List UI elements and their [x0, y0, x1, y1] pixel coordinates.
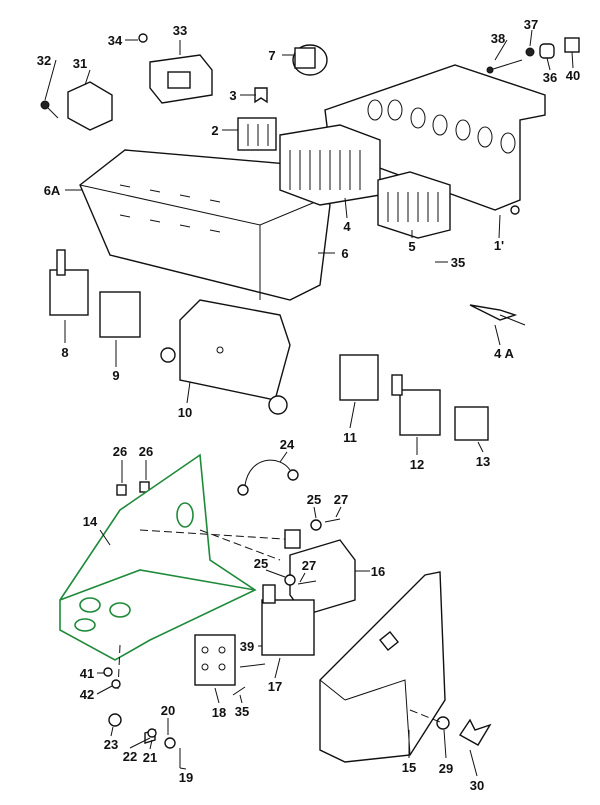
label-6a: 6A — [44, 183, 61, 198]
label-24: 24 — [280, 437, 295, 452]
label-35b: 35 — [235, 704, 249, 719]
part-17-relay — [261, 584, 315, 656]
label-20: 20 — [161, 703, 175, 718]
label-17: 17 — [268, 679, 282, 694]
part-37-washer — [525, 47, 535, 57]
label-30: 30 — [470, 778, 484, 793]
label-41: 41 — [80, 666, 94, 681]
label-22: 22 — [123, 749, 137, 764]
label-13: 13 — [476, 454, 490, 469]
part-3-clip — [254, 87, 268, 104]
label-2: 2 — [211, 123, 218, 138]
part-12-relay — [391, 374, 441, 436]
part-33-connector — [149, 54, 213, 104]
leader-lines — [44, 29, 574, 777]
part-34-fastener — [130, 33, 148, 43]
label-21: 21 — [143, 750, 157, 765]
label-1: 1' — [494, 238, 504, 253]
label-3: 3 — [229, 88, 236, 103]
label-15: 15 — [402, 760, 416, 775]
label-42: 42 — [80, 687, 94, 702]
label-40: 40 — [566, 68, 580, 83]
part-15-cover — [319, 571, 446, 763]
part-31-relay — [67, 81, 113, 131]
part-7-flasher — [292, 44, 328, 76]
part-24-ground-strap — [237, 459, 299, 496]
label-6: 6 — [341, 246, 348, 261]
label-34: 34 — [108, 33, 123, 48]
label-32: 32 — [37, 53, 51, 68]
label-31: 31 — [73, 56, 87, 71]
label-23: 23 — [104, 737, 118, 752]
label-10: 10 — [178, 405, 192, 420]
part-38-screw — [486, 59, 523, 74]
part-4a-bulb — [469, 304, 526, 326]
label-4: 4 — [343, 219, 351, 234]
small-fasteners — [103, 518, 492, 768]
part-18-socket — [194, 634, 236, 686]
part-16-relay — [284, 529, 356, 616]
part-32-screw — [40, 100, 59, 119]
label-36: 36 — [543, 70, 557, 85]
label-33: 33 — [173, 23, 187, 38]
label-7: 7 — [268, 48, 275, 63]
label-29: 29 — [439, 761, 453, 776]
part-8-relay — [49, 249, 89, 316]
part-36-spacer — [539, 43, 555, 59]
label-39: 39 — [240, 639, 254, 654]
part-6-fuse-box-cover — [79, 149, 331, 301]
label-25a: 25 — [307, 492, 321, 507]
label-16: 16 — [371, 564, 385, 579]
label-8: 8 — [61, 345, 68, 360]
part-14-mounting-bracket — [59, 453, 301, 691]
label-4a: 4 A — [494, 346, 514, 361]
label-19: 19 — [179, 770, 193, 785]
label-37: 37 — [524, 17, 538, 32]
part-11-relay — [339, 354, 379, 401]
label-38: 38 — [491, 31, 505, 46]
label-27b: 27 — [302, 558, 316, 573]
part-4-fuse-strip — [279, 124, 381, 206]
part-9-relay — [99, 291, 141, 338]
label-9: 9 — [112, 368, 119, 383]
part-40-nut — [564, 37, 580, 53]
label-27a: 27 — [334, 492, 348, 507]
part-10-control-unit — [160, 299, 291, 415]
label-11: 11 — [343, 430, 357, 445]
label-5: 5 — [408, 239, 415, 254]
label-26b: 26 — [139, 444, 153, 459]
label-14: 14 — [83, 514, 98, 529]
part-number-labels: 32 31 34 33 7 38 37 36 40 3 2 6A 6 4 5 3… — [37, 17, 580, 793]
label-35: 35 — [451, 255, 465, 270]
label-12: 12 — [410, 457, 424, 472]
part-13-relay — [454, 406, 489, 441]
label-26a: 26 — [113, 444, 127, 459]
part-1-mounting-plate — [324, 64, 546, 215]
label-25b: 25 — [254, 556, 268, 571]
label-18: 18 — [212, 705, 226, 720]
part-2-fuse-holder — [237, 117, 277, 151]
part-5-fuse-strip — [377, 171, 451, 239]
part-26-clips — [116, 481, 150, 496]
